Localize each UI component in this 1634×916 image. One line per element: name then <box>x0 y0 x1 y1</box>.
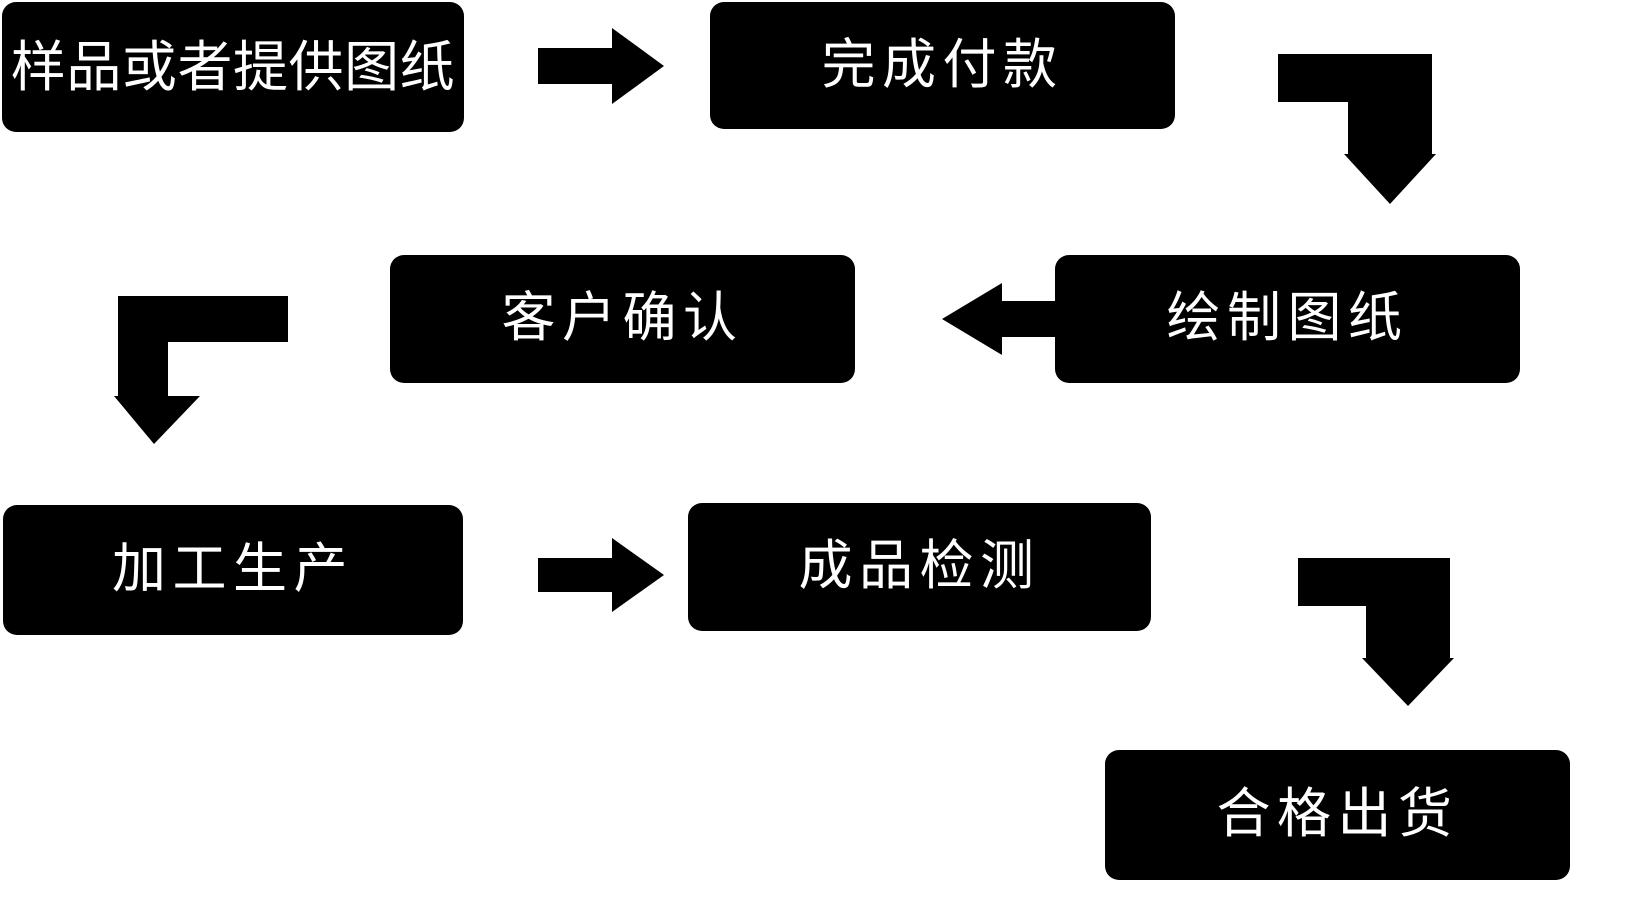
node-drawing-label: 绘制图纸 <box>1166 288 1409 349</box>
node-produce-label: 加工生产 <box>112 539 354 600</box>
node-produce[interactable]: 加工生产 <box>3 505 463 635</box>
arrow-left-icon <box>942 283 1060 355</box>
node-sample[interactable]: 样品或者提供图纸 <box>2 2 464 132</box>
arrow-elbow-down-icon <box>1244 538 1454 706</box>
node-ship-label: 合格出货 <box>1216 784 1459 845</box>
node-payment[interactable]: 完成付款 <box>710 2 1175 129</box>
node-confirm-label: 客户确认 <box>501 288 744 349</box>
node-payment-label: 完成付款 <box>821 34 1064 95</box>
arrow-right-icon <box>538 28 664 104</box>
node-inspect[interactable]: 成品检测 <box>688 503 1151 631</box>
node-confirm[interactable]: 客户确认 <box>390 255 855 383</box>
arrow-elbow-down-icon <box>1220 32 1436 204</box>
arrow-elbow-down-icon <box>114 292 292 444</box>
node-ship[interactable]: 合格出货 <box>1105 750 1570 880</box>
node-inspect-label: 成品检测 <box>798 536 1041 597</box>
arrow-right-icon <box>538 538 664 612</box>
node-sample-label: 样品或者提供图纸 <box>10 35 456 98</box>
node-drawing[interactable]: 绘制图纸 <box>1055 255 1520 383</box>
